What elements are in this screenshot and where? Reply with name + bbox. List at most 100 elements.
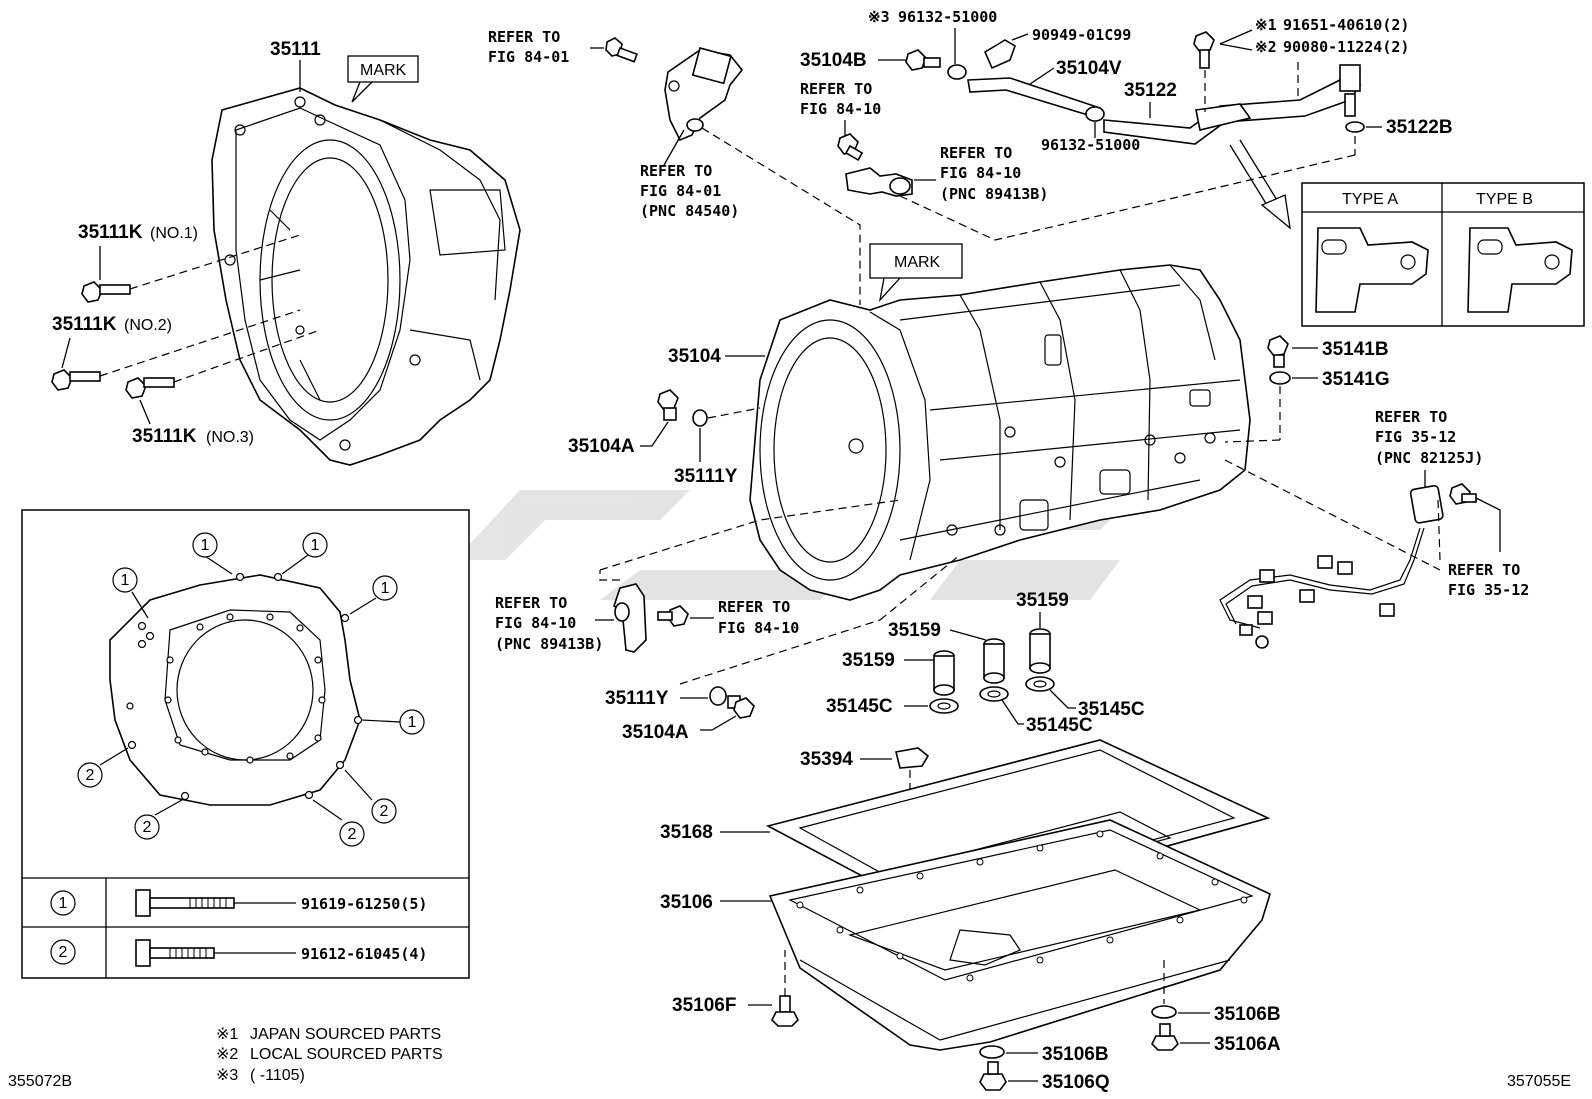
ref-8410-d-line1: REFER TO bbox=[718, 598, 790, 616]
transmission-case-35104 bbox=[749, 264, 1251, 601]
ref-8401-b-line2: FIG 84-01 bbox=[640, 182, 721, 200]
footer-right-code: 357055E bbox=[1507, 1073, 1571, 1090]
mark-callout-2: MARK bbox=[869, 243, 963, 303]
pipe-35122 bbox=[1103, 64, 1362, 145]
speed-sensor-lower bbox=[613, 583, 647, 653]
label-35111k-no3-suffix: (NO.3) bbox=[206, 429, 254, 446]
ref-8410-a-line1: REFER TO bbox=[800, 80, 872, 98]
plug-35159-c bbox=[1029, 628, 1051, 674]
mark-label-1: MARK bbox=[360, 62, 407, 79]
inset-callout: 1 bbox=[408, 714, 417, 731]
speed-sensor-bracket bbox=[664, 47, 744, 142]
ref-8410-c-line1: REFER TO bbox=[495, 594, 567, 612]
label-35159-c: 35159 bbox=[1016, 590, 1069, 611]
ref-3512-a-line1: REFER TO bbox=[1375, 408, 1447, 426]
inset-callout: 2 bbox=[143, 819, 152, 836]
note-1-text: JAPAN SOURCED PARTS bbox=[250, 1026, 441, 1043]
label-35111k-no2-suffix: (NO.2) bbox=[124, 317, 172, 334]
bolt-91651 bbox=[1193, 31, 1215, 69]
ref-8401-b-line1: REFER TO bbox=[640, 162, 712, 180]
label-35141b: 35141B bbox=[1322, 339, 1389, 360]
label-35111k-no1-suffix: (NO.1) bbox=[150, 225, 198, 242]
mark-label-2: MARK bbox=[894, 254, 941, 271]
note-3-mark: ※3 bbox=[216, 1067, 238, 1084]
oil-pan-35106 bbox=[768, 819, 1271, 1051]
label-35145c-b: 35145C bbox=[1026, 715, 1093, 736]
oring-35111y-lower bbox=[709, 686, 727, 706]
label-35106: 35106 bbox=[660, 892, 713, 913]
bolt-35111k-no1 bbox=[81, 281, 131, 303]
inset-callout: 2 bbox=[348, 826, 357, 843]
ref-8410-c-line3: (PNC 89413B) bbox=[495, 635, 603, 653]
bolt-35111k-no2 bbox=[51, 369, 101, 391]
washer-35145c-b bbox=[979, 686, 1009, 702]
plug-35159-b bbox=[983, 638, 1005, 684]
label-35145c-a: 35145C bbox=[826, 696, 893, 717]
bell-housing-35111 bbox=[211, 87, 521, 466]
bolt-35141b bbox=[1267, 335, 1289, 368]
bolt-84-10-lower bbox=[657, 605, 689, 627]
washer-35106b-b bbox=[979, 1045, 1005, 1059]
hose-35104v bbox=[967, 77, 1101, 120]
label-35159-b: 35159 bbox=[888, 620, 941, 641]
label-35159-a: 35159 bbox=[842, 650, 895, 671]
ref-8410-b-line1: REFER TO bbox=[940, 144, 1012, 162]
plug-35106a bbox=[1151, 1023, 1179, 1051]
label-90080: 90080-11224(2) bbox=[1283, 38, 1409, 56]
washer-35122b bbox=[1345, 121, 1365, 133]
clip-90949 bbox=[983, 39, 1016, 70]
washer-35145c-a bbox=[929, 698, 959, 714]
inset-row1-key: 1 bbox=[59, 895, 68, 912]
footnotes: ※1 JAPAN SOURCED PARTS ※2 LOCAL SOURCED … bbox=[216, 1026, 443, 1084]
ref-3512-b-line2: FIG 35-12 bbox=[1448, 581, 1529, 599]
label-91651: 91651-40610(2) bbox=[1283, 16, 1409, 34]
label-90080-mark: ※2 bbox=[1255, 38, 1277, 56]
type-a-label: TYPE A bbox=[1342, 191, 1398, 208]
label-91651-mark: ※1 bbox=[1255, 16, 1277, 34]
mark-callout-1: MARK bbox=[347, 55, 419, 103]
plug-35104a-lower bbox=[727, 695, 755, 719]
label-35106a: 35106A bbox=[1214, 1034, 1281, 1055]
ref-8410-a-line2: FIG 84-10 bbox=[800, 100, 881, 118]
label-35106b-b: 35106B bbox=[1042, 1044, 1109, 1065]
label-35111y-upper: 35111Y bbox=[674, 466, 738, 487]
label-35111k-no1: 35111K bbox=[78, 222, 143, 243]
label-35394: 35394 bbox=[800, 749, 853, 770]
inset-row1-part: 91619-61250(5) bbox=[301, 895, 427, 913]
label-35106q: 35106Q bbox=[1042, 1072, 1110, 1093]
ref-3512-a-line3: (PNC 82125J) bbox=[1375, 449, 1483, 467]
label-96132-mid: 96132-51000 bbox=[1041, 136, 1140, 154]
label-35111y-lower: 35111Y bbox=[605, 688, 669, 709]
magnet-35394 bbox=[895, 747, 930, 769]
clamp-top bbox=[947, 64, 967, 80]
ref-8401-b-line3: (PNC 84540) bbox=[640, 202, 739, 220]
inset-callout: 2 bbox=[86, 767, 95, 784]
label-90949: 90949-01C99 bbox=[1032, 26, 1131, 44]
bolt-84-01 bbox=[605, 37, 638, 63]
label-35104b: 35104B bbox=[800, 50, 867, 71]
ref-3512-b-line1: REFER TO bbox=[1448, 561, 1520, 579]
bolt-35111k-no3 bbox=[125, 377, 175, 399]
inset-callout: 1 bbox=[311, 537, 320, 554]
label-35104v: 35104V bbox=[1056, 58, 1122, 79]
wire-harness bbox=[1219, 484, 1444, 649]
label-35104: 35104 bbox=[668, 346, 721, 367]
label-35104a-lower: 35104A bbox=[622, 722, 689, 743]
bolt-35104b bbox=[905, 49, 941, 71]
label-35145c-c: 35145C bbox=[1078, 699, 1145, 720]
inset-callout: 1 bbox=[121, 572, 130, 589]
inset-callout: 2 bbox=[380, 803, 389, 820]
ref-8401-a-line1: REFER TO bbox=[488, 28, 560, 46]
label-35122b: 35122B bbox=[1386, 117, 1453, 138]
inset-row2-part: 91612-61045(4) bbox=[301, 945, 427, 963]
bolt-layout-inset: 1 1 1 1 1 2 2 2 2 1 2 91619-61250(5) 916… bbox=[21, 509, 470, 979]
note-1-mark: ※1 bbox=[216, 1026, 238, 1043]
bolt-35106f bbox=[771, 995, 799, 1027]
footer-left-code: 355072B bbox=[8, 1073, 72, 1090]
label-96132-top-mark: ※3 bbox=[868, 8, 890, 26]
label-35111k-no3: 35111K bbox=[132, 426, 197, 447]
plug-35106q bbox=[979, 1061, 1007, 1091]
label-96132-top: 96132-51000 bbox=[898, 8, 997, 26]
label-35111k-no2: 35111K bbox=[52, 314, 117, 335]
